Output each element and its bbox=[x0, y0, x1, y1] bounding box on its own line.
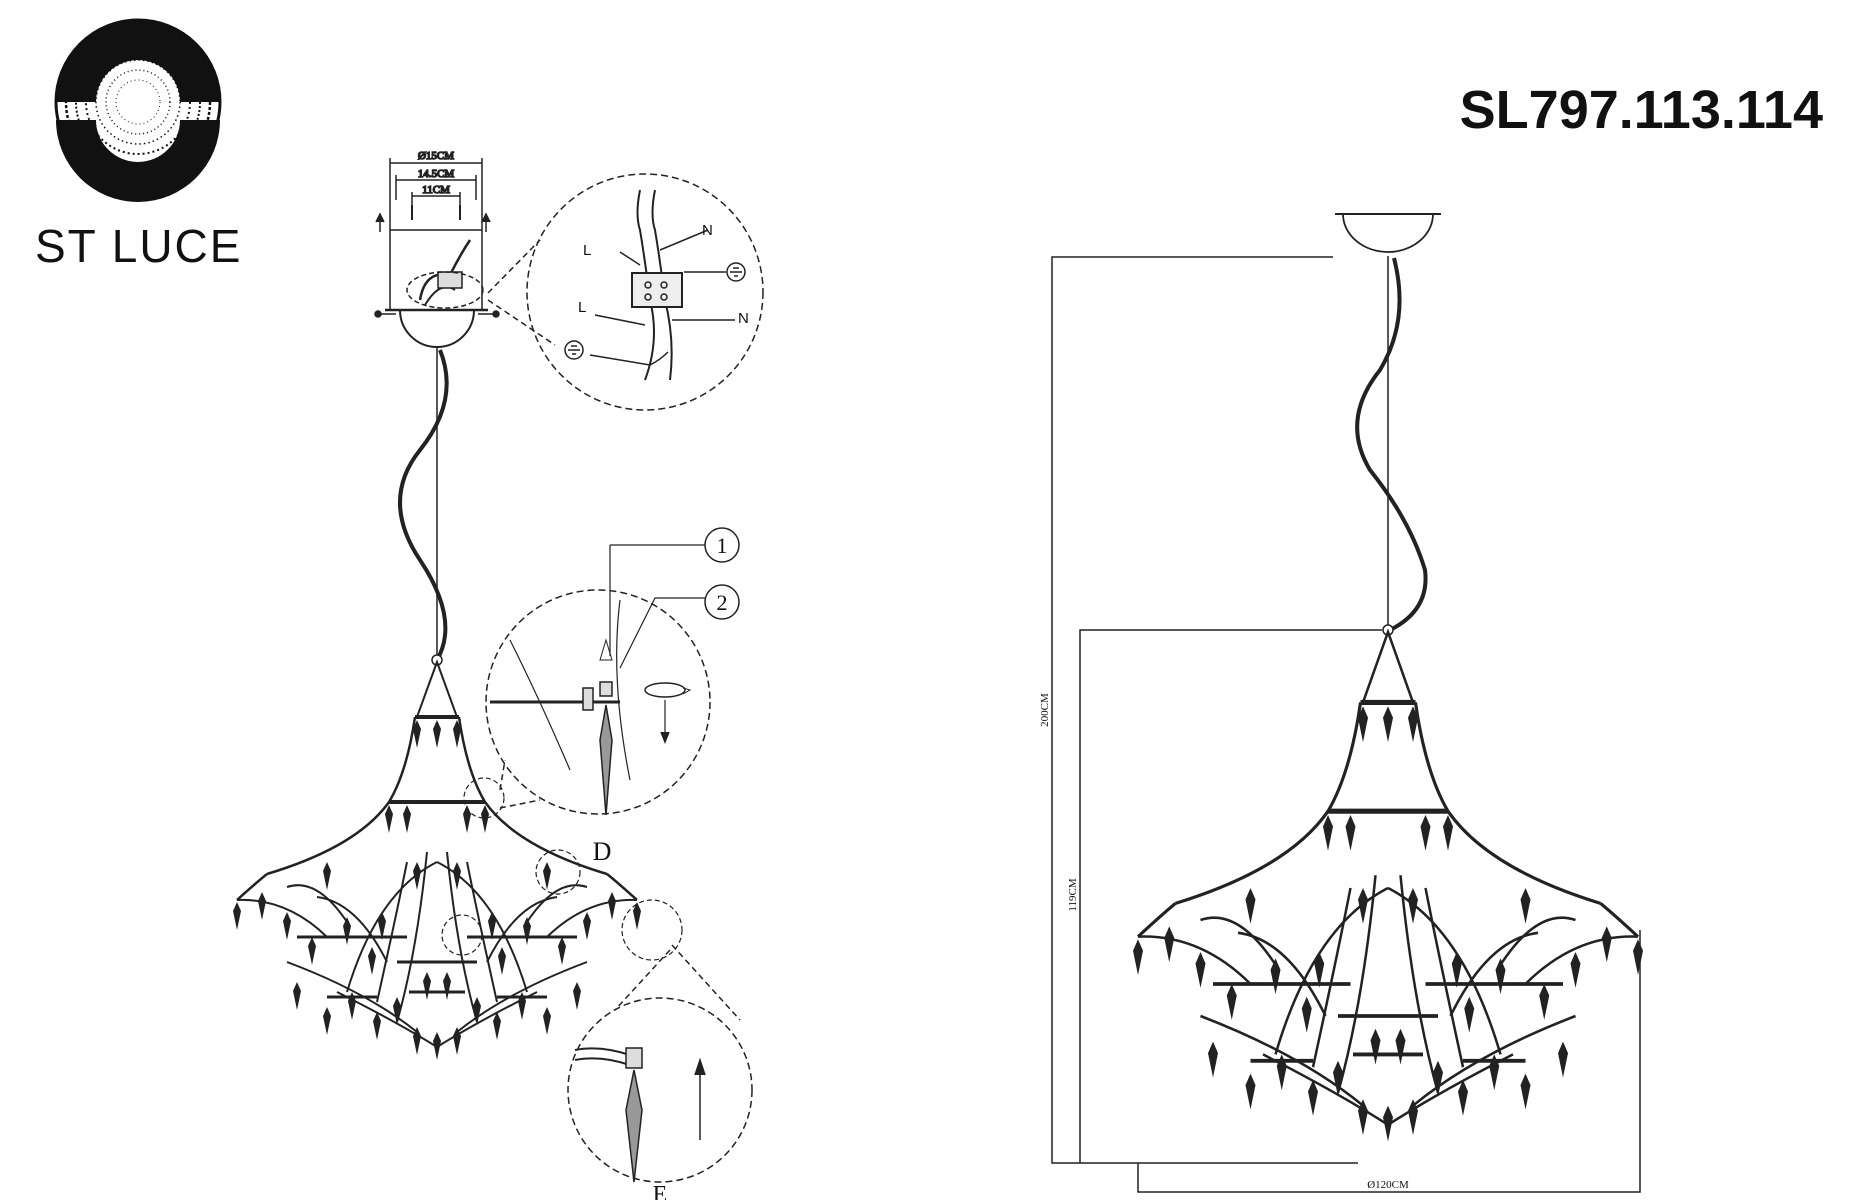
wiring-detail: L N L N bbox=[487, 173, 764, 411]
detail-e: E bbox=[567, 944, 753, 1200]
height-total-label: 200CM bbox=[1039, 693, 1051, 727]
brand-logo: ST LUCE bbox=[35, 18, 242, 272]
dim-diameter-15: Ø15CM bbox=[418, 150, 454, 162]
dim-width-11: 11CM bbox=[422, 184, 450, 196]
detail-d: 1 2 D bbox=[485, 527, 740, 866]
spiral-logo-icon bbox=[54, 18, 222, 202]
wire-neutral-bottom: N bbox=[738, 310, 749, 327]
dimension-view: 200CM 119CM Ø120CM bbox=[1039, 213, 1643, 1193]
wire-neutral-top: N bbox=[702, 222, 713, 239]
chandelier-left bbox=[233, 662, 641, 1060]
height-body-label: 119CM bbox=[1067, 878, 1079, 911]
installation-view: Ø15CM 14.5CM 11CM L N L N bbox=[233, 149, 764, 1200]
brand-name: ST LUCE bbox=[35, 220, 242, 272]
part-number-2: 2 bbox=[717, 590, 728, 615]
wire-live-top: L bbox=[583, 242, 591, 259]
diameter-label: Ø120CM bbox=[1367, 1179, 1409, 1191]
detail-d-label: D bbox=[593, 837, 612, 866]
dim-width-14-5: 14.5CM bbox=[418, 168, 455, 180]
chandelier-right bbox=[1133, 632, 1643, 1141]
wire-live-bottom: L bbox=[578, 299, 586, 316]
ceiling-canopy bbox=[1342, 213, 1434, 253]
detail-e-label: E bbox=[653, 1182, 668, 1200]
part-number-1: 1 bbox=[717, 533, 728, 558]
suspension-cable bbox=[398, 347, 449, 666]
mounting-box: Ø15CM 14.5CM 11CM bbox=[374, 149, 500, 348]
suspension-cable-right bbox=[1355, 256, 1428, 636]
dimension-lines bbox=[1051, 256, 1641, 1193]
model-code: SL797.113.114 bbox=[1460, 80, 1823, 140]
